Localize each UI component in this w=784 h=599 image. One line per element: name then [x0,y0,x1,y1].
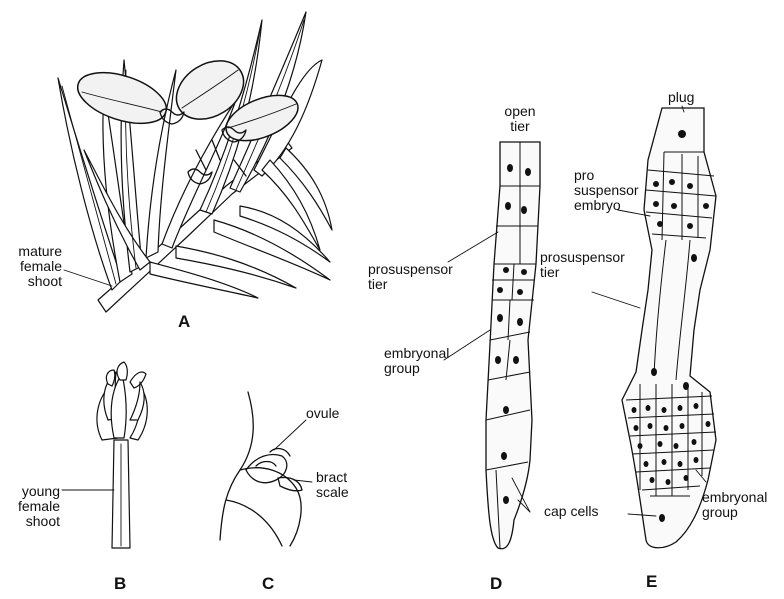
label-bract: bract [316,470,349,485]
label-mature-female-shoot: mature female shoot [6,244,62,289]
label-plug: plug [668,90,694,105]
label-open: open [494,104,546,119]
label-pro: pro [574,168,639,183]
label-cap-cells: cap cells [544,504,598,519]
label-shoot: shoot [6,274,62,289]
label-embryo: embryo [574,198,639,213]
label-shoot-b: shoot [4,514,60,529]
panel-b-drawing [62,362,147,548]
label-female-b: female [4,499,60,514]
label-bract-scale: bract scale [316,470,349,500]
label-ovule: ovule [306,406,339,421]
label-group-d: group [384,361,449,376]
panel-letter-d: D [490,574,502,594]
label-tier-d: tier [368,277,453,292]
label-prosuspensor-e: prosuspensor [540,250,625,265]
label-prosuspensor-d: prosuspensor [368,262,453,277]
label-tier-e: tier [540,265,625,280]
label-suspensor: suspensor [574,183,639,198]
label-prosuspensor-tier-d: prosuspensor tier [368,262,453,292]
panel-letter-a: A [178,312,190,332]
label-group-e: group [702,505,767,520]
label-prosuspensor-tier-e: prosuspensor tier [540,250,625,280]
label-open-tier: open tier [494,104,546,134]
label-embryonal-group-e: embryonal group [702,490,767,520]
label-pro-suspensor-embryo: pro suspensor embryo [574,168,639,213]
panel-letter-c: C [262,574,274,594]
label-scale: scale [316,485,349,500]
panel-a-drawing [58,12,332,312]
panel-letter-b: B [114,574,126,594]
label-embryonal-e: embryonal [702,490,767,505]
label-embryonal-d: embryonal [384,346,449,361]
label-mature: mature [6,244,62,259]
panel-letter-e: E [646,572,657,592]
label-young-female-shoot: young female shoot [4,484,60,529]
label-tier-d-open: tier [494,119,546,134]
panel-c-drawing [220,392,312,546]
label-young: young [4,484,60,499]
panel-d-drawing [444,142,540,549]
label-female: female [6,259,62,274]
label-embryonal-group-d: embryonal group [384,346,449,376]
